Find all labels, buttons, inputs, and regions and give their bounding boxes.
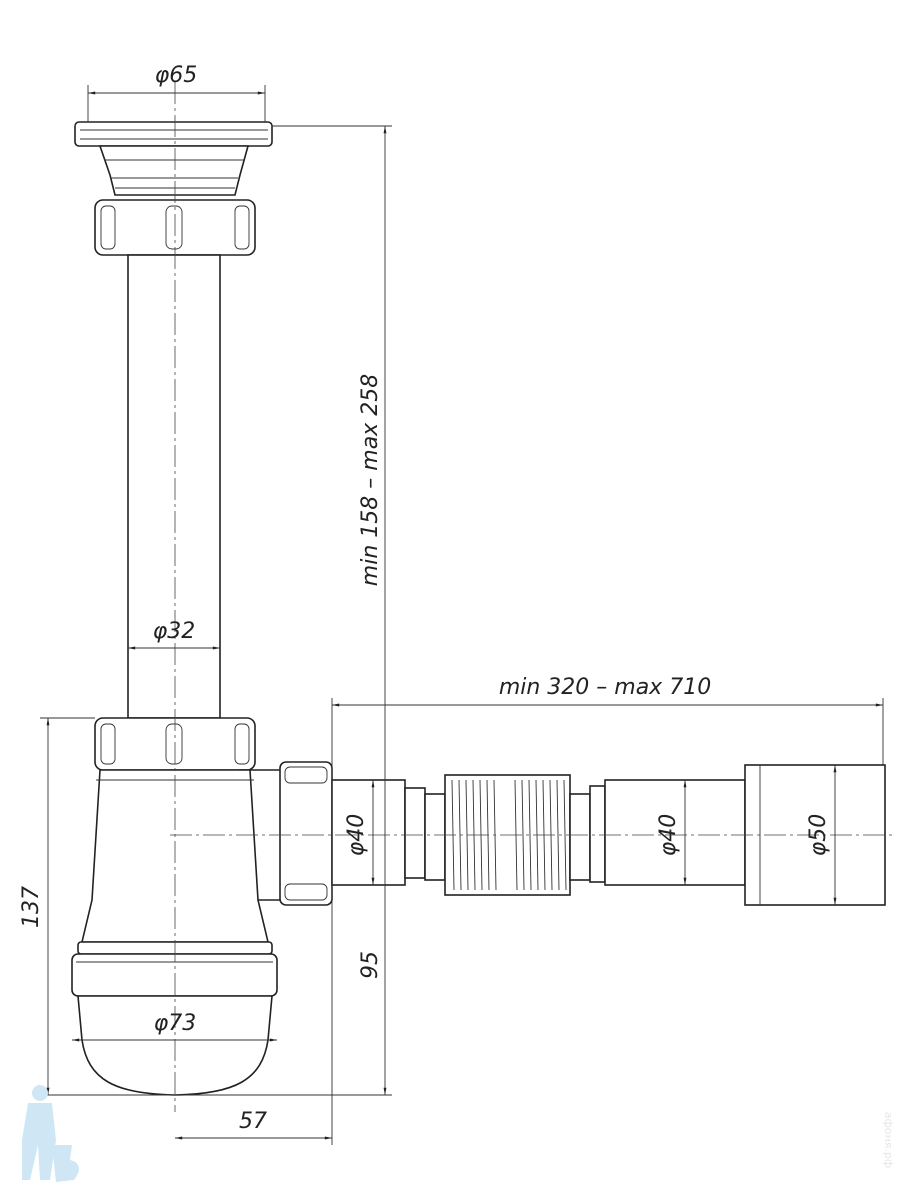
dim-outlet-diameter-2: φ40 — [656, 814, 681, 857]
corrugation-rib — [528, 779, 532, 891]
plumber-logo — [22, 1085, 79, 1182]
outlet-nut — [279, 761, 333, 906]
dimension-lines — [40, 85, 884, 1145]
dim-top-flange-diameter: φ65 — [155, 63, 198, 88]
corrugation-rib — [521, 779, 525, 891]
corrugation-rib — [556, 779, 560, 891]
vertical-pipe — [127, 254, 221, 719]
watermark: афоня.рф — [882, 1112, 895, 1169]
dim-cup-diameter: φ73 — [154, 1011, 197, 1036]
top-flange — [74, 121, 273, 196]
dim-vertical-height: min 158 – max 258 — [358, 374, 383, 586]
outlet-pipe — [331, 764, 886, 906]
dim-body-height: 137 — [19, 886, 44, 928]
siphon-body — [77, 769, 286, 955]
dim-outlet-offset: 57 — [239, 1109, 267, 1134]
dim-outlet-height: 95 — [358, 951, 383, 979]
corrugation-rib — [563, 779, 567, 891]
dim-outlet-end-diameter: φ50 — [806, 814, 831, 857]
dim-horizontal-length: min 320 – max 710 — [499, 675, 711, 700]
dim-outlet-diameter-1: φ40 — [344, 814, 369, 857]
dim-pipe-diameter: φ32 — [153, 619, 196, 644]
